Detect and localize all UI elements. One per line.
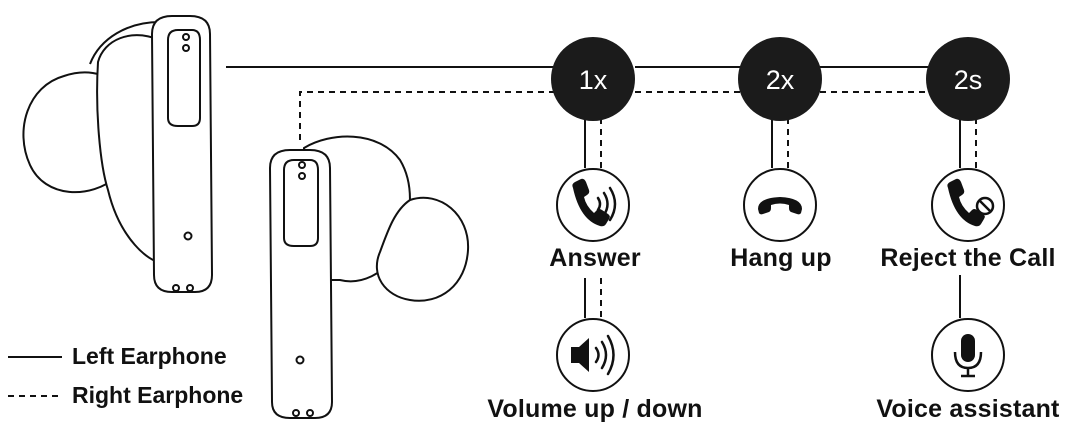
gesture-badge-2s: 2s [926,37,1010,121]
left-earphone-illustration [22,15,214,293]
action-label-volume: Volume up / down [487,395,703,423]
action-label-hang-up: Hang up [730,244,832,272]
phone-sound-icon [556,168,630,242]
action-label-reject: Reject the Call [880,244,1056,272]
legend-right-label: Right Earphone [72,382,244,408]
gesture-label-1x: 1x [579,65,608,95]
gesture-label-2x: 2x [766,65,795,95]
right-earphone-lines [299,91,977,318]
action-label-answer: Answer [549,244,641,272]
left-earphone-lines [226,66,961,318]
action-label-voice: Voice assistant [876,395,1060,423]
volume-icon [556,318,630,392]
legend-left-label: Left Earphone [72,343,227,369]
gesture-badge-2x: 2x [738,37,822,121]
gesture-badge-1x: 1x [551,37,635,121]
microphone-icon [931,318,1005,392]
hang-up-icon [743,168,817,242]
phone-reject-icon [931,168,1005,242]
gesture-label-2s: 2s [954,65,983,95]
right-earphone-illustration [268,135,470,419]
